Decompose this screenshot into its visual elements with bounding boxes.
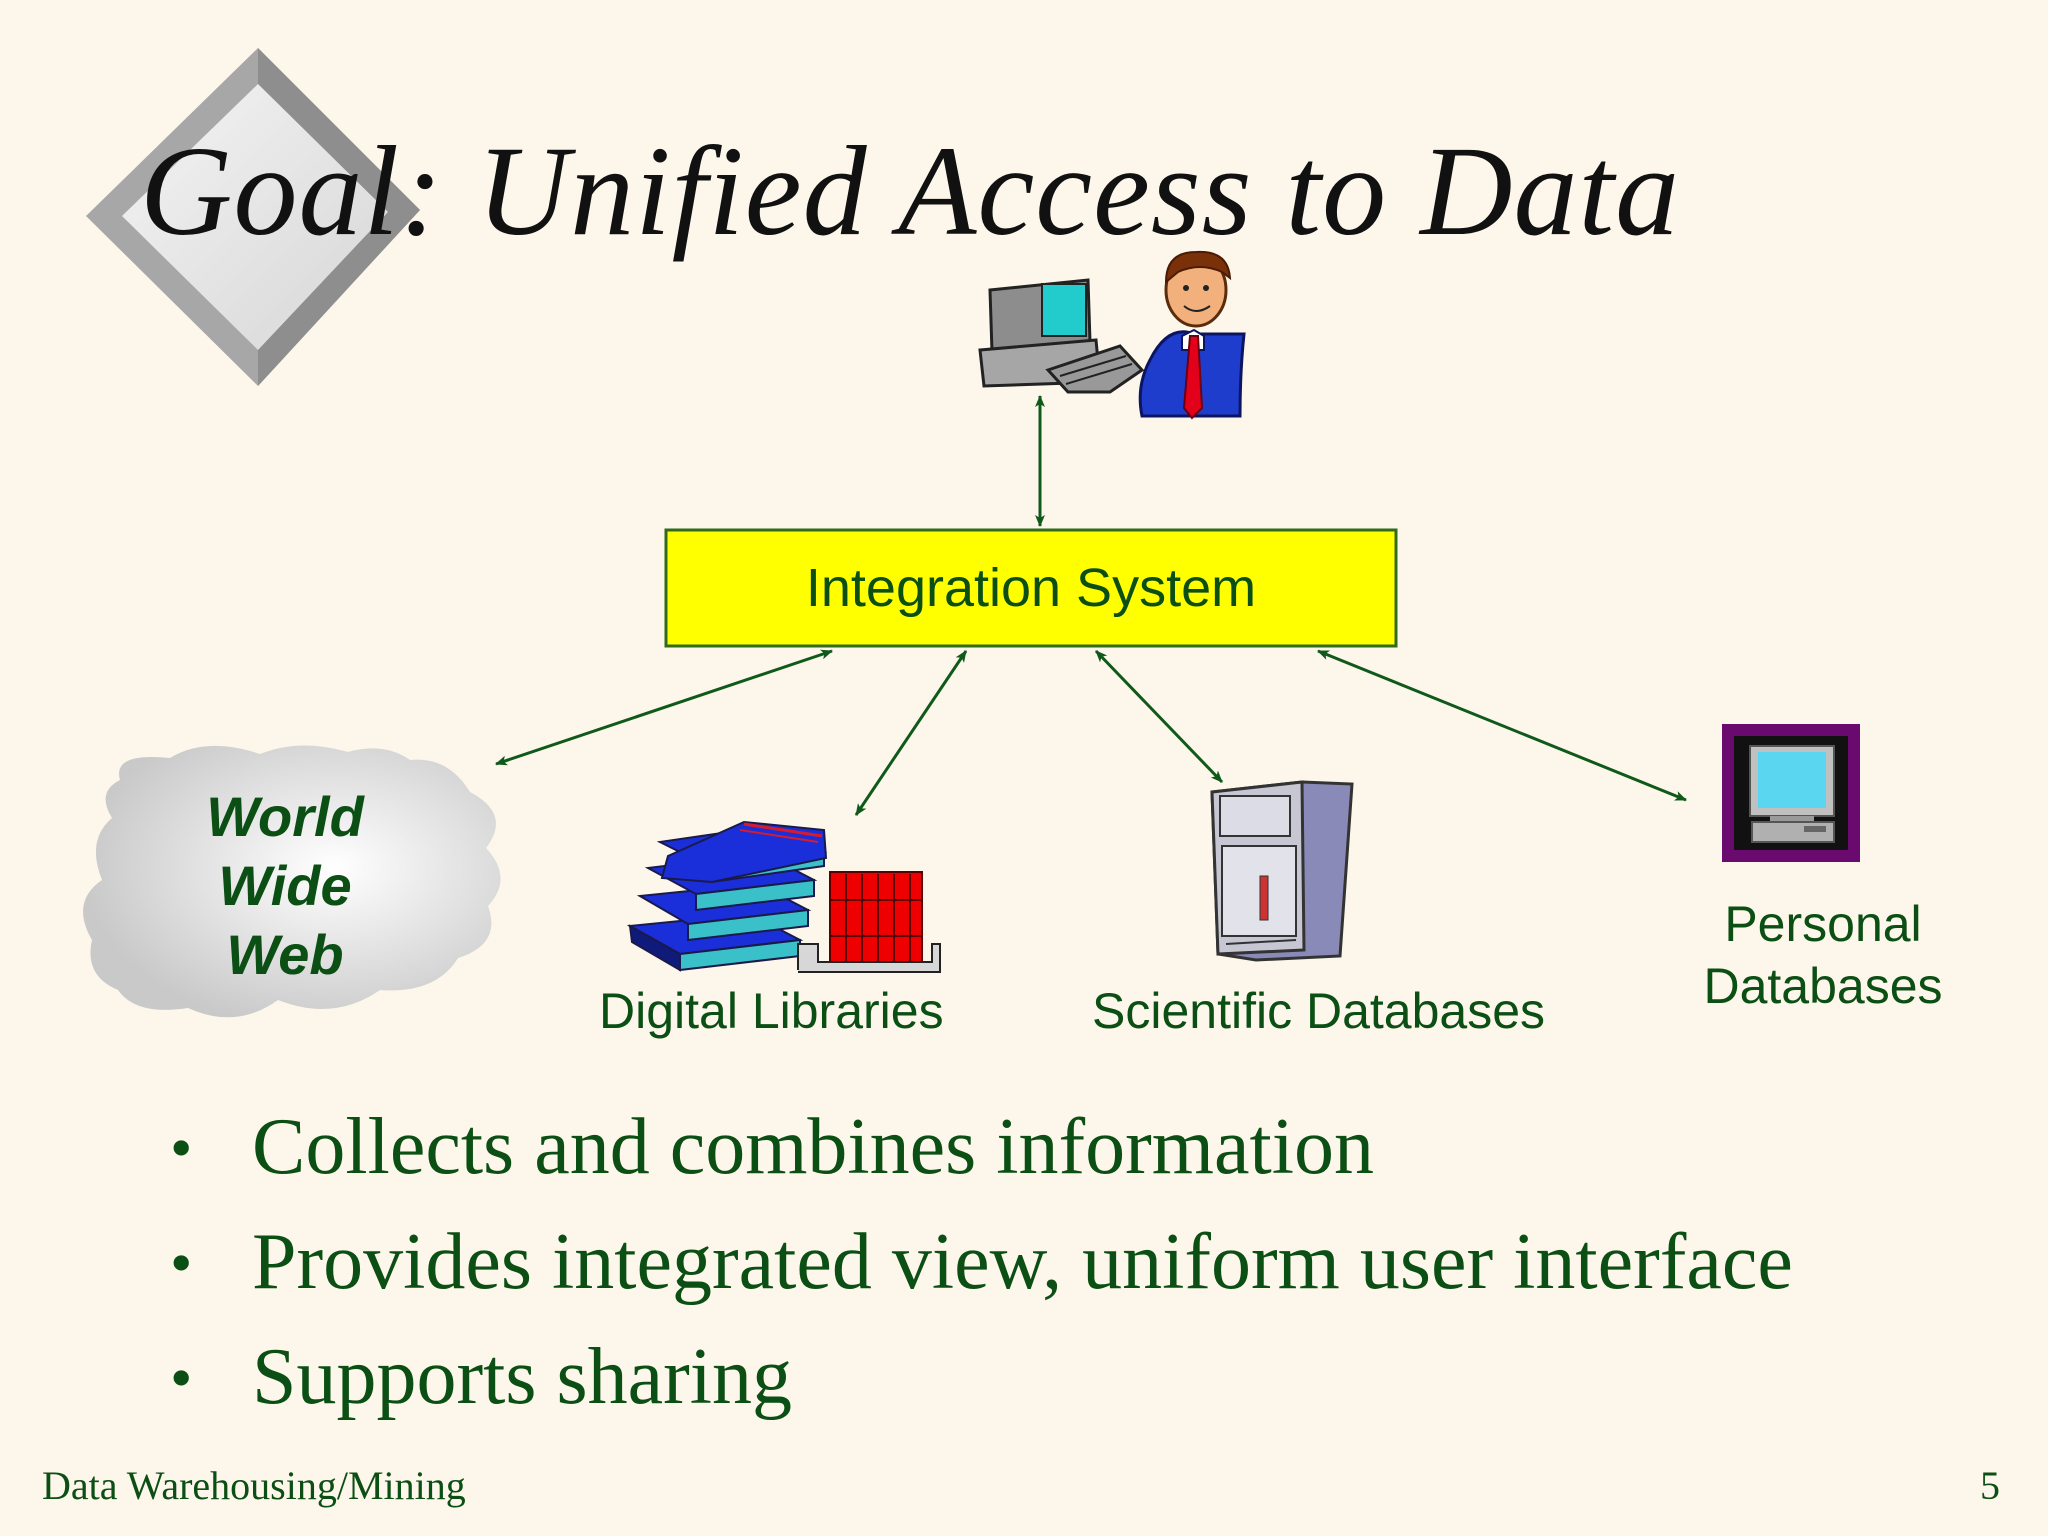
personal-label-line1: Personal bbox=[1724, 896, 1922, 952]
integration-system-label: Integration System bbox=[805, 558, 1257, 618]
web-label-line1: World bbox=[206, 785, 364, 848]
scientific-databases-label: Scientific Databases bbox=[1092, 983, 1546, 1039]
diamond-icon bbox=[86, 48, 420, 386]
personal-databases-label: Personal Databases bbox=[1688, 893, 1958, 1017]
computer-icon bbox=[978, 278, 1145, 394]
bullet-text: Collects and combines information bbox=[252, 1103, 1374, 1191]
bullet-text: Provides integrated view, uniform user i… bbox=[252, 1218, 1793, 1306]
integration-system-box bbox=[664, 528, 1398, 648]
arrow-integration-personal bbox=[1317, 649, 1687, 802]
arrow-integration-scientific bbox=[1094, 649, 1224, 784]
digital-libraries-label: Digital Libraries bbox=[599, 983, 944, 1039]
footer-course-title: Data Warehousing/Mining bbox=[42, 1463, 466, 1508]
bullet-marker: • bbox=[170, 1342, 193, 1413]
server-icon bbox=[1210, 780, 1354, 962]
web-label-line2: Wide bbox=[218, 854, 352, 917]
bullet-list: • Collects and combines information • Prov… bbox=[170, 1090, 1793, 1435]
web-label-line3: Web bbox=[226, 923, 344, 986]
books-icon bbox=[626, 820, 941, 973]
page-number: 5 bbox=[1980, 1463, 2000, 1508]
cloud-icon bbox=[83, 745, 501, 1018]
bullet-marker: • bbox=[170, 1112, 193, 1183]
personal-label-line2: Databases bbox=[1703, 958, 1943, 1014]
bullet-item: • Collects and combines information bbox=[170, 1090, 1793, 1205]
slide-title: Goal: Unified Access to Data bbox=[140, 120, 1681, 262]
bullet-item: • Supports sharing bbox=[170, 1320, 1793, 1435]
bullet-item: • Provides integrated view, uniform user … bbox=[170, 1205, 1793, 1320]
connector-arrows bbox=[495, 395, 1687, 816]
world-wide-web-label: World Wide Web bbox=[150, 782, 420, 989]
arrow-integration-libraries bbox=[854, 650, 968, 816]
monitor-icon bbox=[1722, 724, 1860, 862]
user-icon bbox=[1138, 250, 1246, 420]
bullet-text: Supports sharing bbox=[252, 1333, 792, 1421]
bullet-marker: • bbox=[170, 1227, 193, 1298]
arrow-integration-web bbox=[495, 649, 833, 766]
